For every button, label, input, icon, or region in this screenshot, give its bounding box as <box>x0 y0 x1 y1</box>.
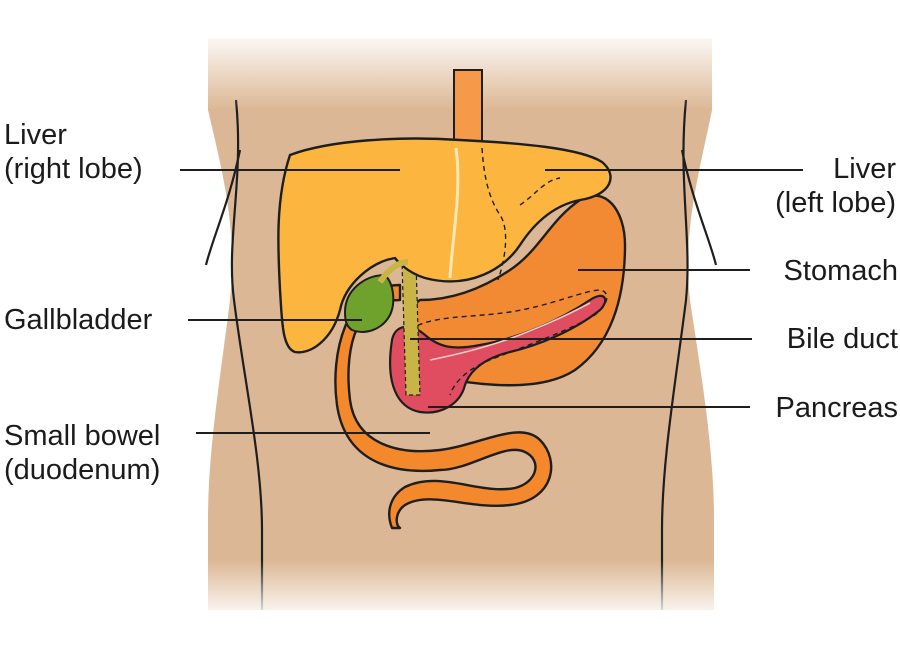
liver <box>277 137 612 354</box>
cystic-duct <box>377 259 409 284</box>
label-pancreas: Pancreas <box>775 392 898 424</box>
left-waist-line <box>230 99 264 610</box>
pancreatic-duct <box>429 302 591 361</box>
esophagus <box>453 69 483 151</box>
right-waist-line <box>660 99 689 610</box>
left-arm-gap-line <box>204 149 242 266</box>
label-liver-left-line2: (left lobe) <box>775 187 896 219</box>
label-liver-right-line1: Liver <box>4 119 67 151</box>
label-bile-duct: Bile duct <box>786 323 898 355</box>
falciform-ligament <box>448 147 460 279</box>
label-small-bowel-line1: Small bowel <box>4 420 161 452</box>
label-liver-right: Liver (right lobe) <box>4 118 143 186</box>
label-small-bowel: Small bowel (duodenum) <box>4 419 160 487</box>
gallbladder <box>343 273 395 333</box>
label-liver-left: Liver (left lobe) <box>775 152 896 220</box>
stomach-hidden-outline <box>481 147 561 281</box>
pancreas-hidden-outline <box>409 289 608 396</box>
pancreas <box>389 294 607 414</box>
label-small-bowel-line2: (duodenum) <box>4 454 161 486</box>
label-gallbladder: Gallbladder <box>4 304 153 336</box>
label-stomach: Stomach <box>783 255 898 287</box>
label-liver-right-line2: (right lobe) <box>4 153 143 185</box>
label-liver-left-line1: Liver <box>833 153 896 185</box>
right-arm-gap-line <box>680 149 718 266</box>
